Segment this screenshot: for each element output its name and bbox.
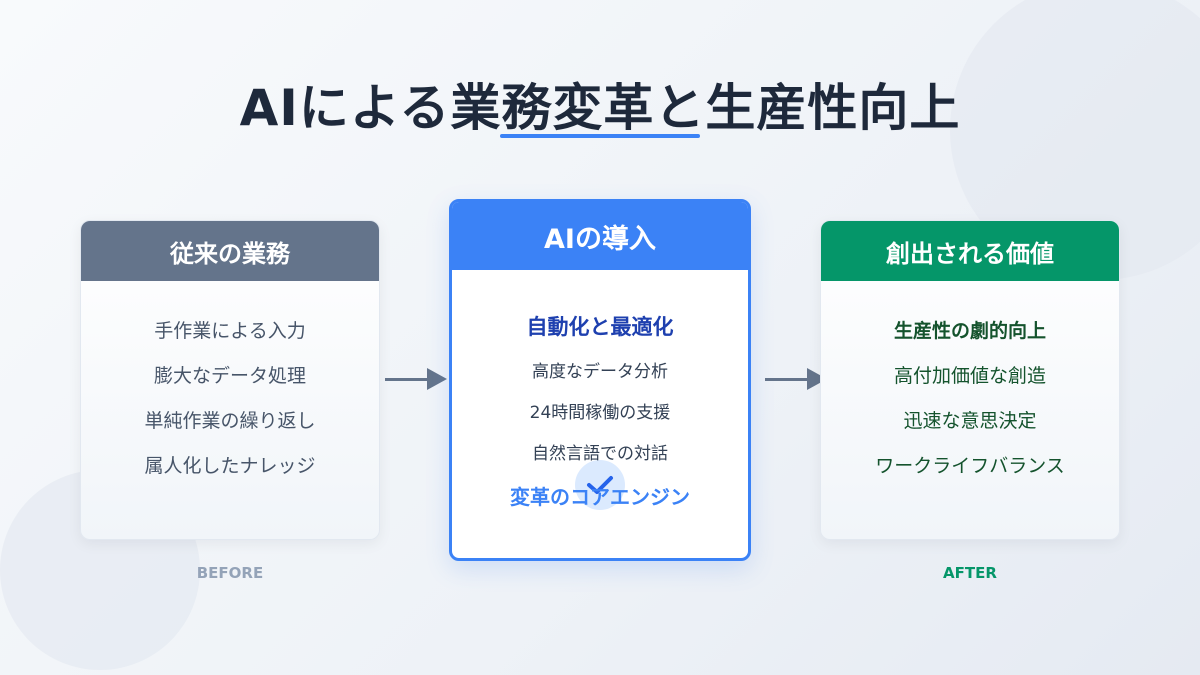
before-label: BEFORE (196, 564, 264, 582)
after-subtitle: 生産性の劇的向上 (893, 320, 1046, 342)
ai-item: 24時間稼働の支援 (529, 403, 671, 423)
arrow-right-icon (385, 368, 447, 390)
ai-item: 自然言語での対話 (532, 444, 668, 464)
after-label: AFTER (943, 564, 997, 582)
before-item: 手作業による入力 (154, 320, 306, 342)
check-icon (575, 460, 625, 510)
ai-footer: 変革のコアエンジン (510, 485, 690, 509)
ai-header: AIの導入 (452, 202, 748, 270)
before-item: 属人化したナレッジ (144, 455, 316, 477)
ai-subtitle: 自動化と最適化 (526, 315, 674, 339)
after-item: 高付加価値な創造 (893, 365, 1046, 387)
page-title: AIによる業務変革と生産性向上 (239, 79, 961, 137)
title-underline (500, 134, 700, 138)
after-header: 創出される価値 (821, 221, 1119, 281)
before-item: 単純作業の繰り返し (144, 410, 316, 432)
ai-card: AIの導入 自動化と最適化 高度なデータ分析 24時間稼働の支援 自然言語での対… (449, 199, 751, 561)
arrow-right-icon (765, 368, 827, 390)
after-item: 迅速な意思決定 (903, 410, 1037, 432)
before-card: 従来の業務 手作業による入力 膨大なデータ処理 単純作業の繰り返し 属人化したナ… (80, 220, 380, 540)
before-item: 膨大なデータ処理 (153, 365, 306, 387)
before-header: 従来の業務 (81, 221, 379, 281)
ai-item: 高度なデータ分析 (532, 362, 668, 382)
after-card: 創出される価値 生産性の劇的向上 高付加価値な創造 迅速な意思決定 ワークライフ… (820, 220, 1120, 540)
after-item: ワークライフバランス (875, 455, 1065, 477)
